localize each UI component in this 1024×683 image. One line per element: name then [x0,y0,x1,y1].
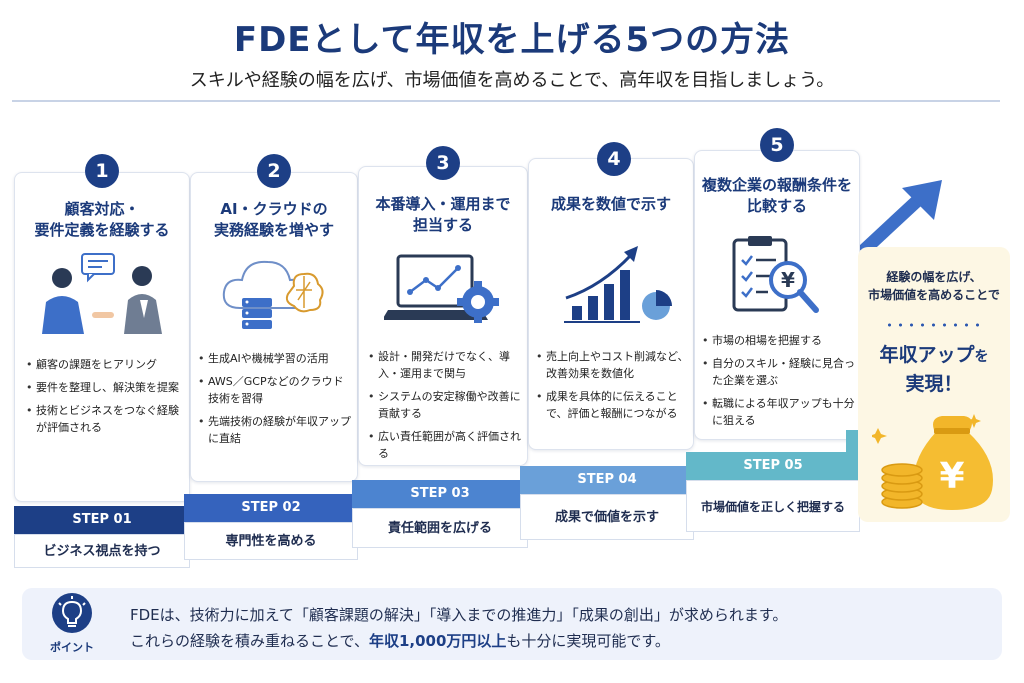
point-text-line-1: FDEは、技術力に加えて「顧客課題の解決」「導入までの推進力」「成果の創出」が求… [130,606,788,624]
point-box [22,588,1002,660]
growth-chart-icon [564,246,672,323]
bullet: 技術とビジネスをつなぐ経験が評価される [24,402,184,436]
step-card-1 [14,172,190,502]
step-footer-4: 成果で価値を示す [520,494,694,540]
step-title-4: 成果を数値で示す [550,195,671,213]
cloud-ai-icon [222,260,324,329]
step-bullets-4: 売上向上やコスト削減など、改善効果を数値化 成果を具体的に伝えることで、評価と報… [534,348,690,428]
bullet: 先端技術の経験が年収アップに直結 [196,413,354,447]
step-bullets-3: 設計・開発だけでなく、導入・運用まで関与 システムの安定稼働や改善に貢献する 広… [366,348,524,468]
step-label-3: STEP 03 [352,480,528,508]
bullet: 成果を具体的に伝えることで、評価と報酬につながる [534,388,690,422]
bullet: AWS／GCPなどのクラウド技術を習得 [196,373,354,407]
svg-text:¥: ¥ [781,268,795,292]
step-label-4: STEP 04 [520,466,694,494]
svg-text:¥: ¥ [939,456,964,497]
upward-arrow-icon [858,180,942,257]
page-title: FDEとして年収を上げる5つの方法 [233,20,791,60]
laptop-gear-icon [384,254,499,323]
step-footer-1: ビジネス視点を持つ [14,534,190,568]
step-footer-2: 専門性を高める [184,522,358,560]
step-label-2: STEP 02 [184,494,358,522]
step-bullets-2: 生成AIや機械学習の活用 AWS／GCPなどのクラウド技術を習得 先端技術の経験… [196,350,354,453]
point-highlight: 年収1,000万円以上 [368,632,507,650]
bullet: 生成AIや機械学習の活用 [196,350,354,367]
page-subtitle: スキルや経験の幅を広げ、市場価値を高めることで、高年収を目指しましょう。 [189,70,835,91]
step-title-5: 複数企業の報酬条件を比較する [701,176,852,215]
step-number-1: 1 [85,154,119,188]
step-number-4: 4 [597,142,631,176]
step-footer-5: 市場価値を正しく把握する [686,480,860,532]
step-footer-3: 責任範囲を広げる [352,508,528,548]
step-label-5: STEP 05 [686,452,860,480]
step-title-1: 顧客対応・要件定義を経験する [34,200,170,239]
step-title-2: AI・クラウドの実務経験を増やす [213,200,334,239]
step-number-5: 5 [760,128,794,162]
result-headline: 年収アップを実現！ [879,344,989,395]
customer-meeting-icon [42,253,162,334]
header-divider [12,100,1000,102]
bullet: 設計・開発だけでなく、導入・運用まで関与 [366,348,524,382]
step-number-3: 3 [426,146,460,180]
bullet: 市場の相場を把握する [700,332,858,349]
step-bullets-5: 市場の相場を把握する 自分のスキル・経験に見合った企業を選ぶ 転職による年収アッ… [700,332,858,435]
point-text-line-2: これらの経験を積み重ねることで、年収1,000万円以上も十分に実現可能です。 [130,632,670,650]
bullet: 顧客の課題をヒアリング [24,356,184,373]
bullet: 要件を整理し、解決策を提案 [24,379,184,396]
step-number-2: 2 [257,154,291,188]
lightbulb-icon [52,593,92,633]
bullet: システムの安定稼働や改善に貢献する [366,388,524,422]
step-bullets-1: 顧客の課題をヒアリング 要件を整理し、解決策を提案 技術とビジネスをつなぐ経験が… [24,356,184,442]
clipboard-yen-icon: ¥ [732,236,819,313]
bullet: 売上向上やコスト削減など、改善効果を数値化 [534,348,690,382]
result-lead: 経験の幅を広げ、市場価値を高めることで [868,270,1000,302]
step-label-1: STEP 01 [14,506,190,534]
bullet: 転職による年収アップも十分に狙える [700,395,858,429]
bullet: 広い責任範囲が高く評価される [366,428,524,462]
dotted-separator [884,323,984,327]
point-label: ポイント [50,641,94,654]
step-title-3: 本番導入・運用まで担当する [375,195,511,234]
bullet: 自分のスキル・経験に見合った企業を選ぶ [700,355,858,389]
money-bag-yen-icon: ¥ [872,414,993,510]
